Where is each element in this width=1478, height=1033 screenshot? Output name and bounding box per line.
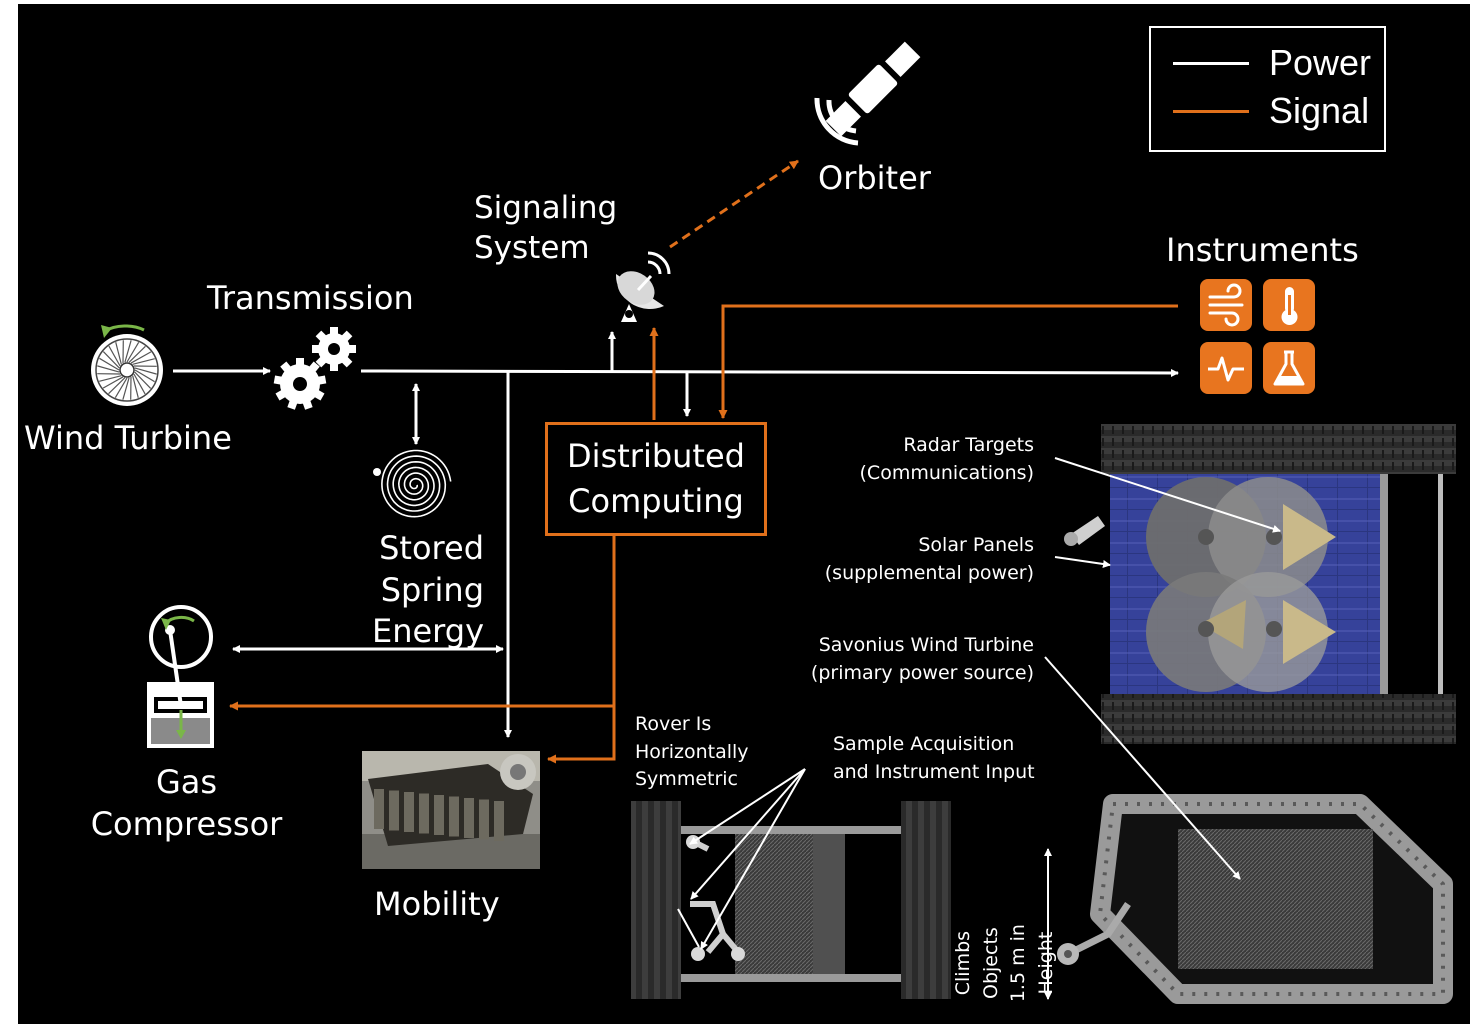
legend-signal: Signal [1173,90,1369,132]
wind-turbine-label: Wind Turbine [24,419,232,457]
gear-tooth [311,388,325,401]
pulse-icon [1200,342,1252,394]
diagram-graphics [91,41,1456,1004]
gear-tooth [315,375,327,386]
turbine-blade [134,367,157,375]
signaling-system-label: Signaling System [474,190,618,267]
turbine-blade [99,357,120,371]
turbine-blade [128,345,146,363]
satellite-icon [814,41,921,146]
power-lines [173,331,1179,738]
turbine-blade [124,340,132,363]
track-link [434,795,444,835]
climbs-objects-annotation: Climbs Objects 1.5 m in Height [951,924,1057,1003]
turbine-blade [102,376,124,389]
track-link [374,789,384,829]
annotation-leaders [677,457,1281,1000]
gear-tooth [280,361,293,375]
satellite-dish-icon [615,251,671,322]
wind-icon [1200,279,1252,331]
track-link [494,801,504,841]
mobility-label: Mobility [374,885,500,923]
solar-panels-annotation: Solar Panels (supplemental power) [824,534,1034,584]
legend: Power Signal [1149,26,1386,152]
power-swatch [1173,61,1249,65]
turbine-blade [99,375,122,382]
gear-tooth [275,388,289,401]
compressor-icon [147,605,214,748]
thermometer-icon [1263,279,1315,331]
gear-tooth [287,397,299,410]
gear-tooth [307,361,320,375]
gears-icon [273,327,356,410]
legend-signal-label: Signal [1269,90,1370,131]
turbine-blade [132,358,155,365]
track-link [419,793,429,834]
turbine-blade [133,373,146,395]
turbine-blade [122,377,130,400]
signal-swatch [1173,109,1249,113]
track-link [479,799,489,840]
gear-tooth [301,397,313,410]
gear-tooth [273,375,285,386]
mobility-photo [362,751,540,869]
track-link [449,796,459,837]
gear-tooth [346,345,356,353]
gear-tooth [312,345,322,353]
turbine-blade [126,342,140,363]
turbine-icon [91,324,163,406]
distributed-computing-label: Distributed Computing [567,437,745,520]
turbine-blade [130,351,152,364]
track-link [464,798,474,838]
track-link [389,790,399,831]
turbine-blade [108,345,121,367]
turbine-blade [97,365,120,373]
orbiter-label: Orbiter [818,159,931,197]
turbine-blade [115,342,122,365]
gear-tooth [315,354,329,368]
turbine-blade [134,371,152,389]
turbine-blade [114,377,128,398]
turbine-blade [134,369,155,383]
gear-tooth [330,327,338,337]
instruments-label: Instruments [1166,231,1359,269]
rover-symmetric-annotation: Rover Is Horizontally Symmetric [635,713,749,791]
rover-side-view [1057,794,1453,1004]
stored-spring-energy-label: Stored Spring Energy [371,529,484,651]
signal-lines [229,159,1178,764]
radar-targets-annotation: Radar Targets (Communications) [859,434,1034,484]
gas-compressor-label: Gas Compressor [90,763,283,843]
legend-power: Power [1173,42,1371,84]
track-link [404,792,414,832]
rover-front-view [631,801,951,999]
sample-acquisition-annotation: Sample Acquisition and Instrument Input [833,733,1035,783]
gear-tooth [315,330,329,344]
legend-power-label: Power [1269,42,1372,83]
transmission-label: Transmission [207,279,414,317]
gear-tooth [296,358,304,368]
flask-icon [1263,342,1315,394]
turbine-blade [132,375,139,398]
gear-tooth [330,361,338,371]
rover-top-view [1064,424,1456,744]
savonius-annotation: Savonius Wind Turbine (primary power sou… [810,634,1034,684]
distributed-computing-box: Distributed Computing [545,422,767,536]
spring-spiral-icon [373,449,452,518]
turbine-blade [108,377,126,395]
turbine-blade [102,351,120,369]
gear-tooth [339,330,353,344]
gear-tooth [339,354,353,368]
diagram-canvas: Power Signal Distributed Computing Orbit… [18,4,1470,1024]
